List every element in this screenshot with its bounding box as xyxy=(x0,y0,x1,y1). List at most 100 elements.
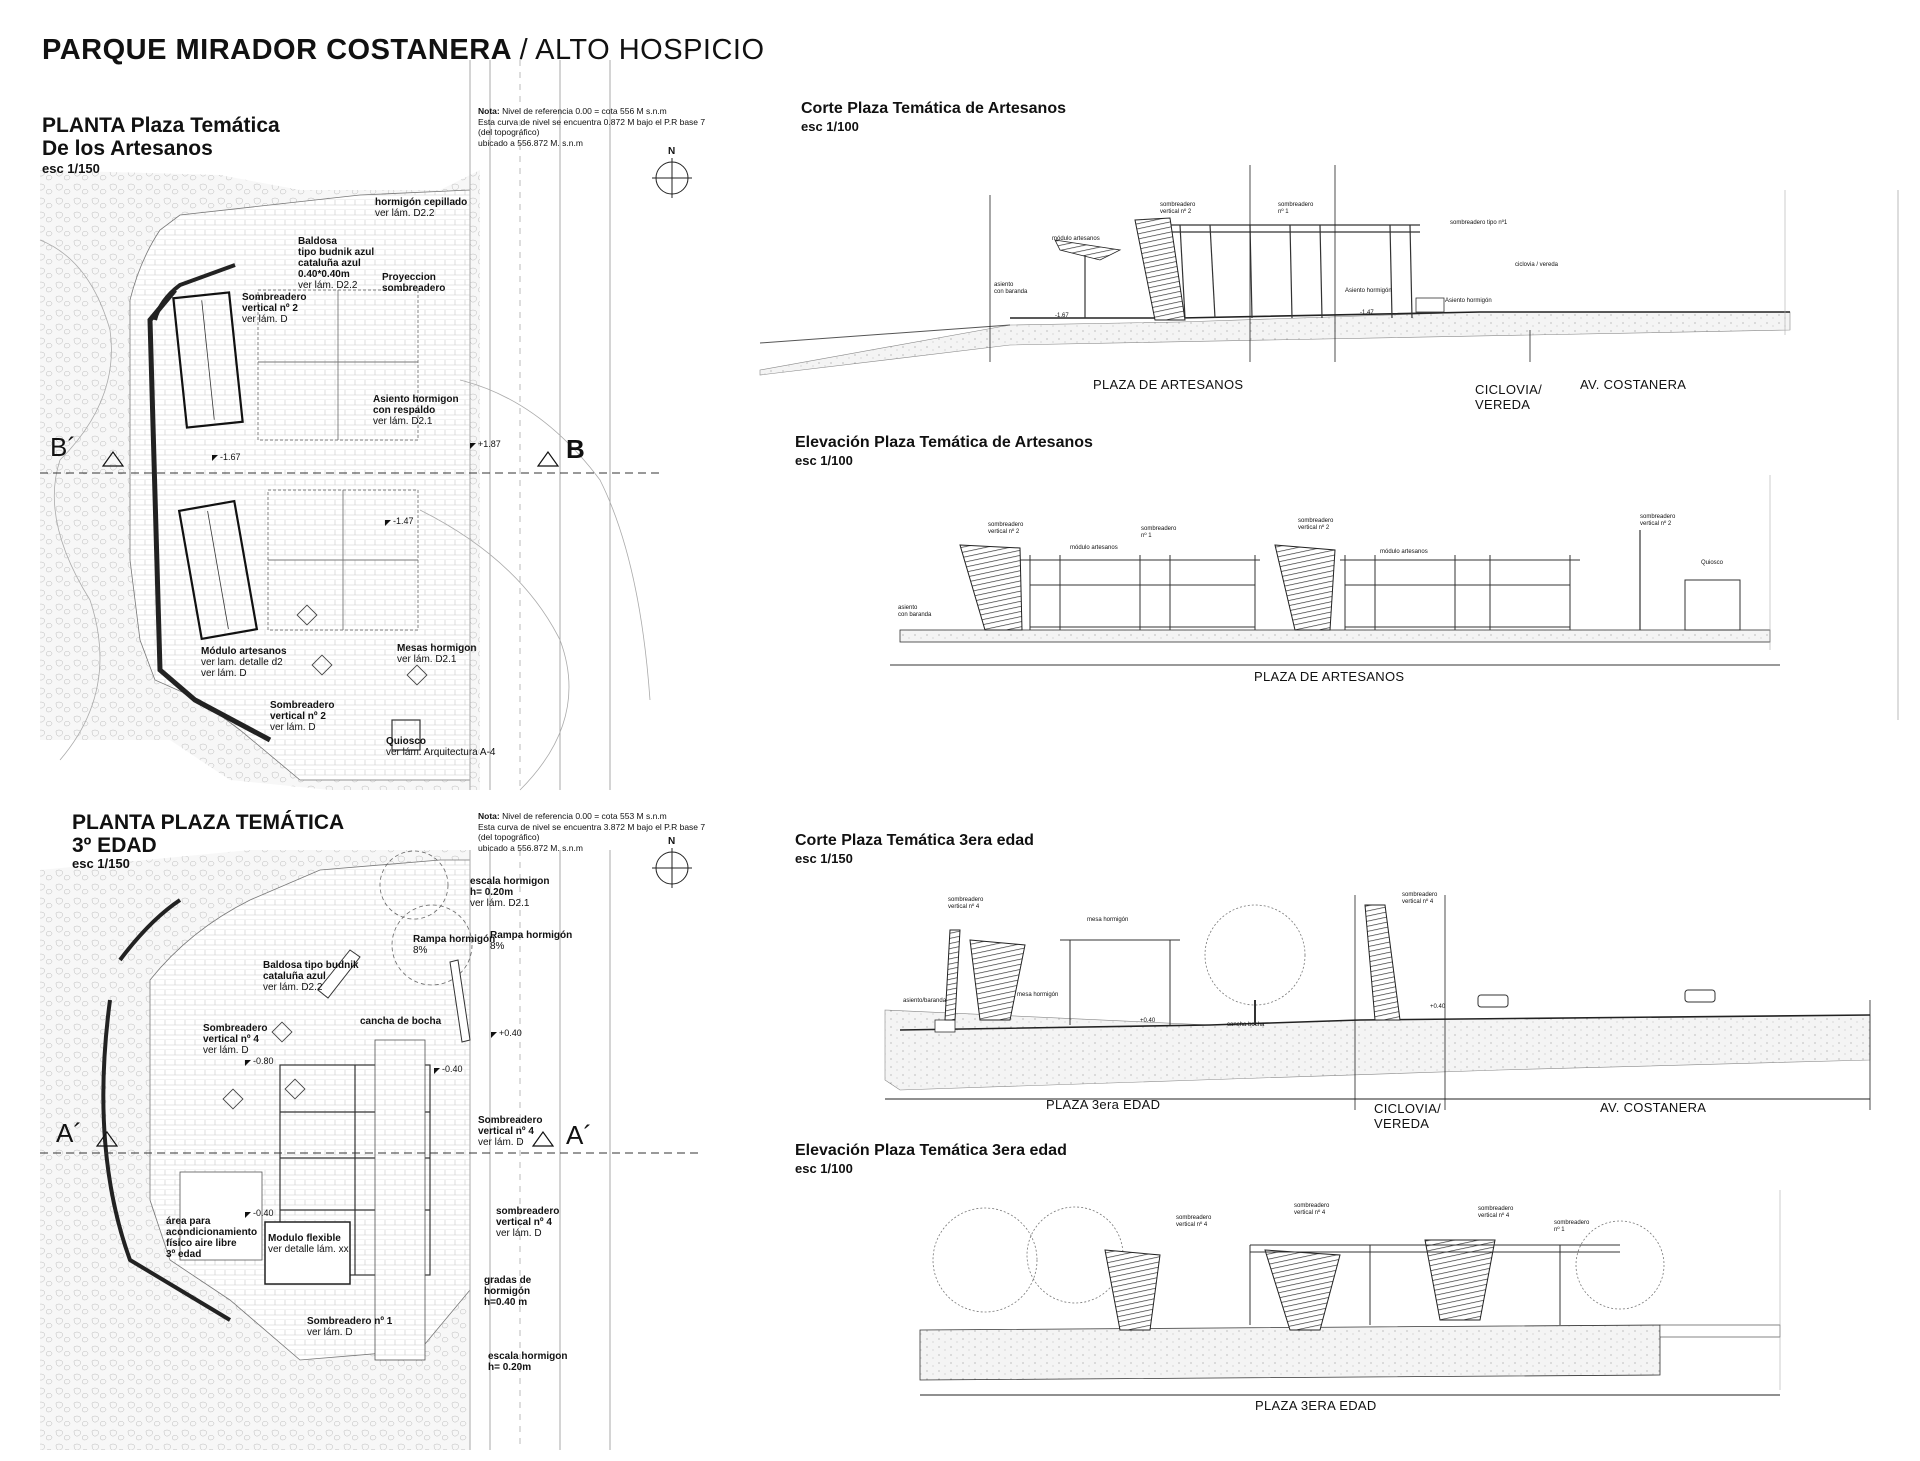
level-tag: -1.47 xyxy=(1360,310,1374,316)
level-tag: -1.67 xyxy=(1055,313,1069,319)
label-sombreadero-4: Sombreadero vertical nº 4 ver lám. D xyxy=(203,1023,268,1056)
zone-plaza-artesanos: PLAZA DE ARTESANOS xyxy=(1093,377,1244,392)
plan-artesanos-scale: esc 1/150 xyxy=(42,161,100,176)
page-title-bold: PARQUE MIRADOR COSTANERA xyxy=(42,34,512,66)
elev-3edad-title: Elevación Plaza Temática 3era edad xyxy=(795,1142,1067,1159)
note-line: (del topográfico) xyxy=(478,832,540,842)
zone-plaza-3edad: PLAZA 3era EDAD xyxy=(1046,1097,1161,1112)
elev-3edad-scale: esc 1/100 xyxy=(795,1161,853,1176)
level-marker: +0.40 xyxy=(499,1028,522,1038)
elev-3edad-drawing xyxy=(919,1190,1781,1396)
label-mesas: Mesas hormigon ver lám. D2.1 xyxy=(397,643,477,665)
level-tag: +0.40 xyxy=(1430,1004,1446,1010)
note-label: Nota: xyxy=(478,106,500,116)
level-marker: -0.80 xyxy=(253,1056,274,1066)
page-title-light: / ALTO HOSPICIO xyxy=(519,34,765,66)
zone-plaza-3edad-elev: PLAZA 3ERA EDAD xyxy=(1255,1398,1377,1413)
label-sombreadero-4b: Sombreadero vertical nº 4 ver lám. D xyxy=(478,1115,543,1148)
plan-3edad-title: PLANTA PLAZA TEMÁTICA 3º EDAD xyxy=(72,811,344,857)
note-line: Esta curva de nivel se encuentra 0.872 M… xyxy=(478,116,706,127)
plan-artesanos-title: PLANTA Plaza Temática De los Artesanos xyxy=(42,114,280,160)
plan-3edad-title-line1: PLANTA PLAZA TEMÁTICA xyxy=(72,811,345,834)
zone-plaza-artesanos-elev: PLAZA DE ARTESANOS xyxy=(1254,669,1405,684)
label-modulo-artesanos: Módulo artesanos ver lam. detalle d2 ver… xyxy=(201,646,287,679)
note-label: Nota: xyxy=(478,811,500,821)
elev-artesanos-scale: esc 1/100 xyxy=(795,453,853,468)
zone-av-costanera-3edad: AV. COSTANERA xyxy=(1600,1100,1707,1115)
zone-av-costanera: AV. COSTANERA xyxy=(1580,377,1687,392)
note-line: Nivel de referencia 0.00 = cota 556 M s.… xyxy=(499,106,667,116)
tag: módulo artesanos xyxy=(1052,236,1100,242)
tag: cancha bocha xyxy=(1227,1022,1265,1028)
corte-artesanos-scale: esc 1/100 xyxy=(801,119,859,134)
cut-marker-b: B xyxy=(566,434,585,464)
tag: asiento/baranda xyxy=(903,998,947,1004)
plan-3edad-title-line2: 3º EDAD xyxy=(72,834,157,857)
label-sombreadero-1: Sombreadero nº 1 ver lám. D xyxy=(307,1316,393,1338)
level-marker: -0.40 xyxy=(253,1208,274,1218)
label-escala-hormigon: escala hormigon h= 0.20m ver lám. D2.1 xyxy=(470,876,550,909)
cut-marker-a-prime-left: A´ xyxy=(56,1118,82,1148)
label-hormigon-cepillado: hormigón cepillado ver lám. D2.2 xyxy=(375,197,468,219)
level-tag: +0.40 xyxy=(1140,1018,1156,1024)
north-label: N xyxy=(668,836,676,847)
tag: módulo artesanos xyxy=(1380,549,1428,555)
note-line: ubicado a 556.872 M. s.n.m xyxy=(478,842,583,853)
plan-artesanos-note: Nota: Nivel de referencia 0.00 = cota 55… xyxy=(478,106,705,148)
label-quiosco: Quiosco ver lám. Arquitectura A-4 xyxy=(386,736,496,758)
page-title: PARQUE MIRADOR COSTANERA / ALTO HOSPICIO xyxy=(42,34,765,67)
note-line: ubicado a 556.872 M. s.n.m xyxy=(478,137,583,148)
corte-3edad-scale: esc 1/150 xyxy=(795,851,853,866)
plan-3edad-drawing xyxy=(40,848,700,1450)
plan-artesanos-drawing xyxy=(39,60,692,791)
tag: ciclovia / vereda xyxy=(1515,262,1559,268)
corte-3edad-drawing xyxy=(884,895,1871,1110)
label-area-acondicionamiento: área para acondicionamiento físico aire … xyxy=(166,1216,258,1260)
label-baldosa-3edad: Baldosa tipo budnik cataluña azul ver lá… xyxy=(263,960,359,993)
north-label: N xyxy=(668,146,676,157)
zone-ciclovia-3edad: CICLOVIA/ VEREDA xyxy=(1374,1101,1441,1131)
zone-ciclovia: CICLOVIA/ VEREDA xyxy=(1475,382,1542,412)
label-modulo-flexible: Modulo flexible ver detalle lám. xx xyxy=(268,1233,349,1255)
cut-marker-a-prime-right: A´ xyxy=(566,1120,592,1150)
label-sombreadero-4c: sombreadero vertical nº 4 ver lám. D xyxy=(496,1206,560,1239)
plan-artesanos-title-line2: De los Artesanos xyxy=(42,137,213,160)
elev-artesanos-drawing xyxy=(890,475,1780,666)
label-rampa-2: Rampa hormigón 8% xyxy=(490,930,573,952)
tag: Asiento hormigón xyxy=(1345,288,1392,294)
level-marker: -1.67 xyxy=(220,452,241,462)
label-rampa-1: Rampa hormigón 8% xyxy=(413,934,496,956)
tag: mesa hormigón xyxy=(1087,917,1129,923)
tag: Asiento hormigón xyxy=(1445,298,1492,304)
plan-3edad-note: Nota: Nivel de referencia 0.00 = cota 55… xyxy=(478,811,705,853)
corte-artesanos-drawing xyxy=(759,165,1791,376)
level-marker: -0.40 xyxy=(442,1064,463,1074)
note-line: Esta curva de nivel se encuentra 3.872 M… xyxy=(478,821,706,832)
note-line: (del topográfico) xyxy=(478,127,540,137)
label-gradas: gradas de hormigón h=0.40 m xyxy=(484,1275,532,1308)
label-sombreadero-2: Sombreadero vertical nº 2 ver lám. D xyxy=(242,292,307,325)
tag: mesa hormigón xyxy=(1017,992,1059,998)
cut-marker-b-prime: B´ xyxy=(50,432,76,462)
note-line: Nivel de referencia 0.00 = cota 553 M s.… xyxy=(499,811,667,821)
plan-artesanos-title-line1: PLANTA Plaza Temática xyxy=(42,114,280,137)
label-cancha-bocha: cancha de bocha xyxy=(360,1016,442,1027)
plan-3edad-scale: esc 1/150 xyxy=(72,856,130,871)
tag: módulo artesanos xyxy=(1070,545,1118,551)
tag: Quiosco xyxy=(1701,560,1724,566)
level-marker: +1.87 xyxy=(478,439,501,449)
corte-3edad-title: Corte Plaza Temática 3era edad xyxy=(795,832,1034,849)
elev-artesanos-title: Elevación Plaza Temática de Artesanos xyxy=(795,434,1093,451)
